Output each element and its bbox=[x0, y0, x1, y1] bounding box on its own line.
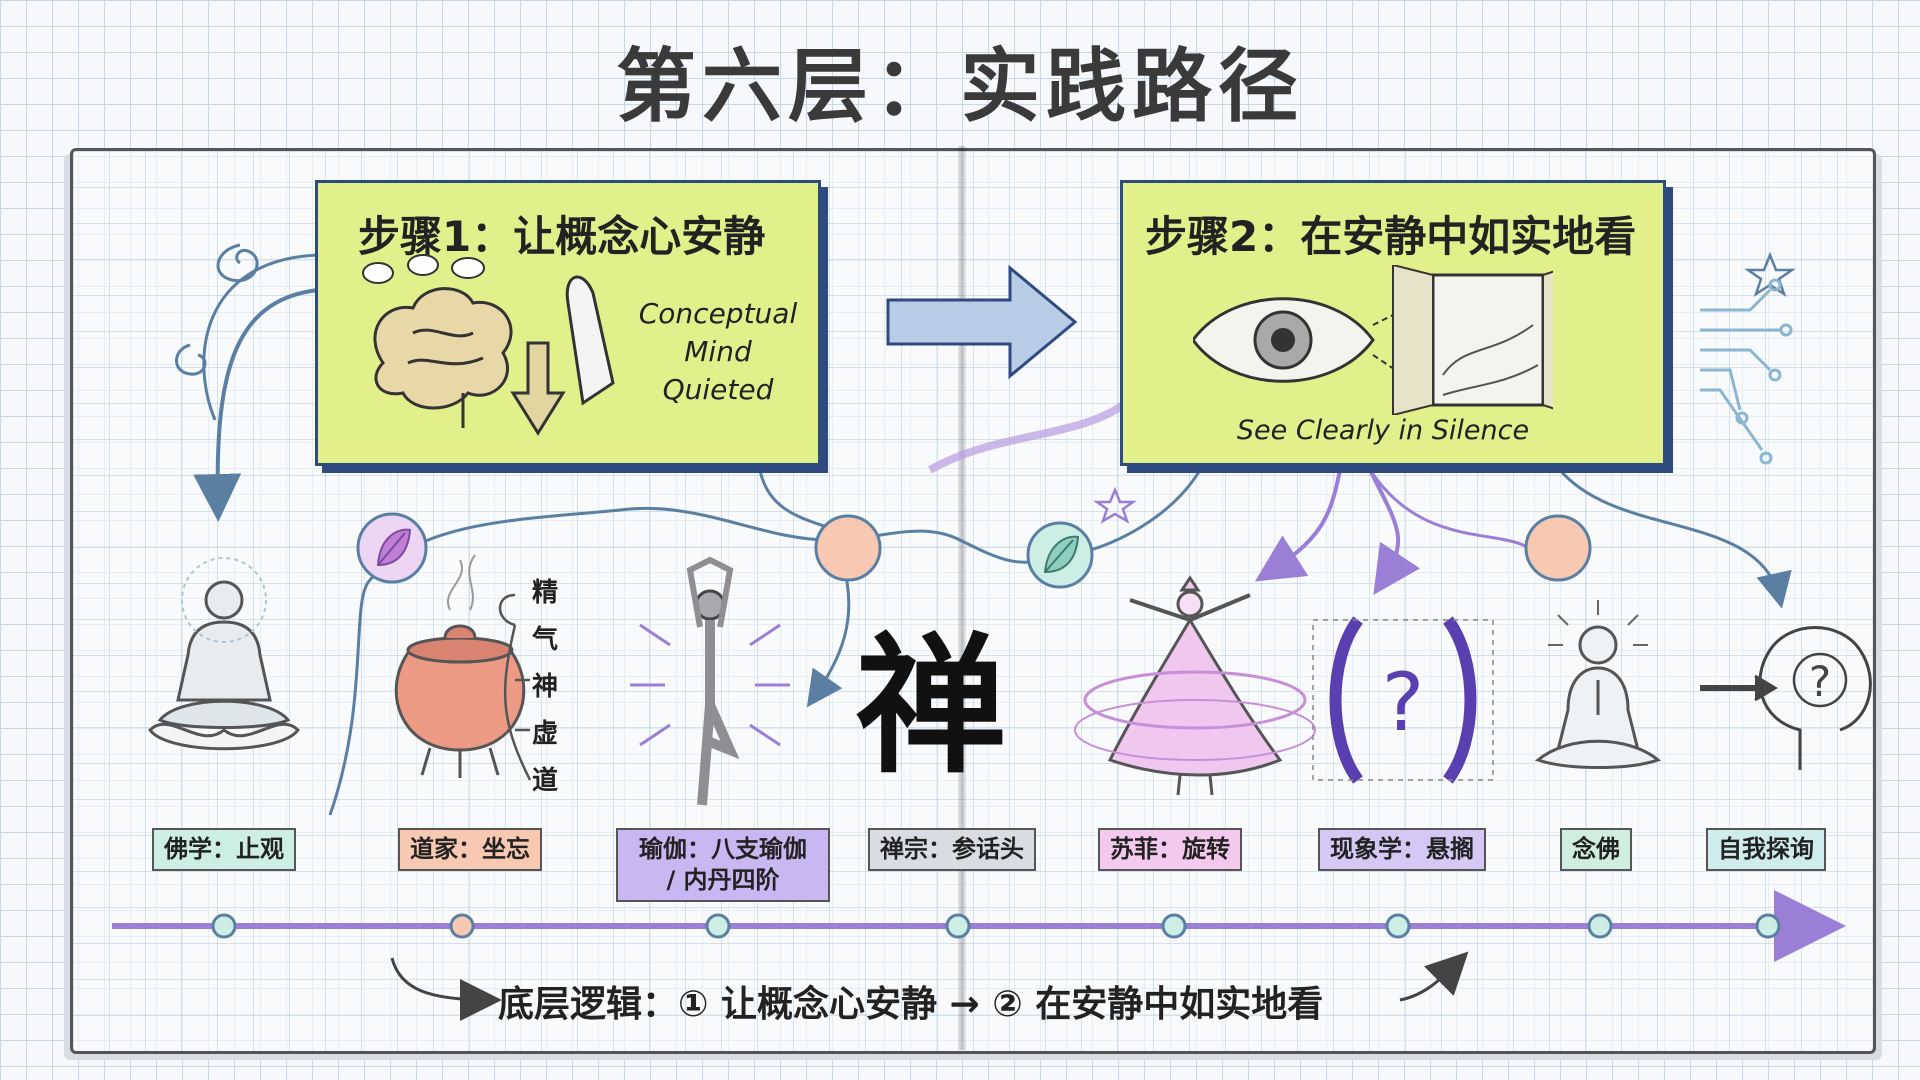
connector-step2-down bbox=[1089, 469, 1202, 552]
step1-box: 步骤1：让概念心安静 Conceptual Mind Quieted bbox=[315, 180, 821, 466]
branch-arrow-buddhism bbox=[193, 288, 319, 522]
leaf-icon bbox=[376, 528, 412, 567]
yoga-pose-icon bbox=[630, 556, 790, 806]
praying-person-icon bbox=[1534, 600, 1662, 769]
practice-label-yoga: 瑜伽：八支瑜伽 / 内丹四阶 bbox=[616, 828, 830, 903]
node-figure bbox=[814, 514, 882, 582]
bracketed-question-icon: ? bbox=[1312, 616, 1494, 784]
practice-label-phenomenology: 现象学：悬搁 bbox=[1318, 828, 1486, 872]
step1-caption-line: Mind bbox=[684, 334, 752, 368]
chain-item: 虚 bbox=[532, 719, 559, 749]
swirl-icon bbox=[175, 343, 207, 376]
step1-title: 步骤1：让概念心安静 bbox=[358, 212, 766, 261]
timeline-dots bbox=[211, 913, 1781, 939]
purple-wave bbox=[928, 396, 1133, 474]
step1-caption-line: Quieted bbox=[662, 372, 774, 406]
step2-title: 步骤2：在安静中如实地看 bbox=[1145, 212, 1637, 261]
footer-text: 底层逻辑：① 让概念心安静 → ② 在安静中如实地看 bbox=[498, 984, 1324, 1025]
down-arrow-icon bbox=[510, 341, 566, 436]
practice-label-self-inquiry: 自我探询 bbox=[1706, 828, 1826, 872]
step1-caption: Conceptual Mind Quieted bbox=[628, 295, 808, 408]
practice-label-nianfo: 念佛 bbox=[1560, 828, 1632, 872]
head-question-icon: ? bbox=[1700, 626, 1872, 770]
chain-item: 神 bbox=[532, 672, 559, 702]
page-title: 第六层：实践路径 bbox=[616, 40, 1304, 133]
brain-icon bbox=[362, 254, 615, 436]
star-icon bbox=[1093, 486, 1137, 524]
big-arrow bbox=[886, 264, 1078, 380]
eye-window-icon bbox=[1193, 265, 1553, 415]
chan-calligraphy: 禅 bbox=[856, 618, 1006, 794]
notebook-spine bbox=[958, 146, 966, 1050]
vine-line bbox=[328, 506, 1061, 816]
step2-box: 步骤2：在安静中如实地看 See Clearly in Silence bbox=[1120, 180, 1666, 466]
chain-item: 气 bbox=[532, 625, 559, 655]
circuit-icon bbox=[1700, 278, 1793, 465]
practice-label-daoism: 道家：坐忘 bbox=[398, 828, 542, 872]
meditating-buddha-icon bbox=[148, 557, 300, 751]
chain-item: 道 bbox=[532, 766, 559, 796]
chain-bracket bbox=[498, 593, 532, 781]
practice-label-buddhism: 佛学：止观 bbox=[152, 828, 296, 872]
practice-label-chan: 禅宗：参话头 bbox=[868, 828, 1036, 872]
step2-caption: See Clearly in Silence bbox=[1236, 415, 1530, 446]
leaf-icon bbox=[1043, 535, 1080, 574]
branch-arrow-sufi bbox=[1254, 469, 1342, 582]
footer-left-arrow bbox=[390, 957, 502, 1021]
branch-arrow-outer bbox=[202, 253, 319, 421]
svg-text:?: ? bbox=[1809, 657, 1831, 706]
footer-right-arrow bbox=[1399, 951, 1469, 1002]
branch-arrow-phenomenology bbox=[1368, 469, 1420, 595]
whirling-dervish-icon bbox=[1074, 575, 1316, 796]
branch-arrow-self-inquiry bbox=[1558, 469, 1792, 609]
practice-label-yoga-line2: / 内丹四阶 bbox=[666, 866, 780, 895]
calming-hand-icon bbox=[565, 275, 615, 406]
neidan-chain: 精 气 神 虚 道 bbox=[532, 570, 558, 805]
practice-label-yoga-line1: 瑜伽：八支瑜伽 bbox=[639, 835, 807, 863]
swirl-icon bbox=[216, 243, 259, 283]
svg-text:?: ? bbox=[1382, 656, 1424, 749]
practice-label-sufi: 苏菲：旋转 bbox=[1098, 828, 1242, 872]
cauldron-icon bbox=[394, 554, 526, 778]
chain-item: 精 bbox=[532, 578, 559, 608]
step1-caption-line: Conceptual bbox=[638, 297, 798, 330]
node-brain bbox=[1524, 514, 1592, 582]
branch-arrow-nianfo bbox=[1368, 469, 1542, 561]
